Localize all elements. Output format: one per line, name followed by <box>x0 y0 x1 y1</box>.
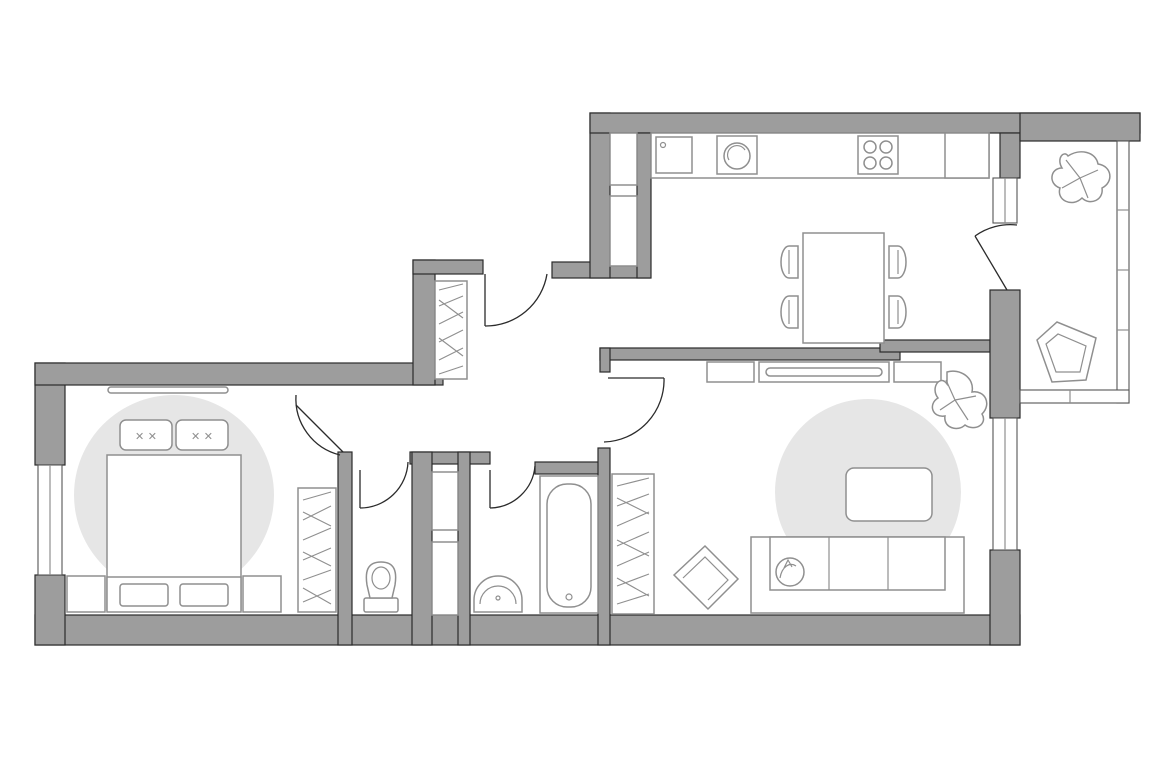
pillow-icon <box>119 419 173 451</box>
svg-text:✕ ✕: ✕ ✕ <box>191 430 213 443</box>
wall-niche <box>609 195 638 267</box>
entrance-door <box>484 273 548 327</box>
balcony-door <box>974 223 1018 291</box>
partition-closet <box>431 541 459 616</box>
kitchen-window <box>992 177 1018 224</box>
sofa-cat-icon <box>775 557 805 587</box>
partition-closet <box>431 471 459 531</box>
wall-niche <box>609 132 638 186</box>
washing-machine-icon <box>716 135 758 175</box>
nightstand-icon <box>242 575 282 613</box>
bedroom-window <box>37 464 63 576</box>
wardrobe-icon <box>611 473 655 615</box>
wc-door <box>359 461 409 509</box>
washbasin-icon <box>473 575 523 613</box>
plant-icon <box>1051 151 1111 204</box>
fridge-icon <box>944 132 990 179</box>
chair-icon <box>780 245 799 279</box>
dining-table-icon <box>802 232 885 344</box>
bedroom-door <box>295 394 344 456</box>
chair-icon <box>780 295 799 329</box>
bed-icon: ✕ ✕ ✕ ✕ <box>106 419 242 613</box>
coffee-table-icon <box>845 467 933 522</box>
toilet-icon <box>363 561 399 613</box>
wardrobe-icon <box>297 487 337 613</box>
plant-icon <box>931 370 988 430</box>
bathtub-icon <box>539 475 599 614</box>
chair-icon <box>888 245 907 279</box>
living-window <box>992 417 1018 551</box>
tv-unit-icon <box>706 361 942 383</box>
radiator-icon <box>107 386 229 394</box>
living-door <box>603 377 665 443</box>
nightstand-icon <box>66 575 106 613</box>
svg-text:✕ ✕: ✕ ✕ <box>135 430 157 443</box>
hob-icon <box>857 135 899 175</box>
walls <box>34 112 1141 646</box>
balcony-glazing <box>1019 140 1130 404</box>
bathroom-door <box>489 465 536 509</box>
armchair-icon <box>672 544 740 611</box>
chair-icon <box>888 295 907 329</box>
sink-icon <box>655 136 693 174</box>
armchair-icon <box>1036 321 1097 383</box>
sofa-icon <box>750 536 965 614</box>
pillow-icon <box>175 419 229 451</box>
kitchen-counter <box>650 132 990 179</box>
wardrobe-icon <box>434 280 468 380</box>
